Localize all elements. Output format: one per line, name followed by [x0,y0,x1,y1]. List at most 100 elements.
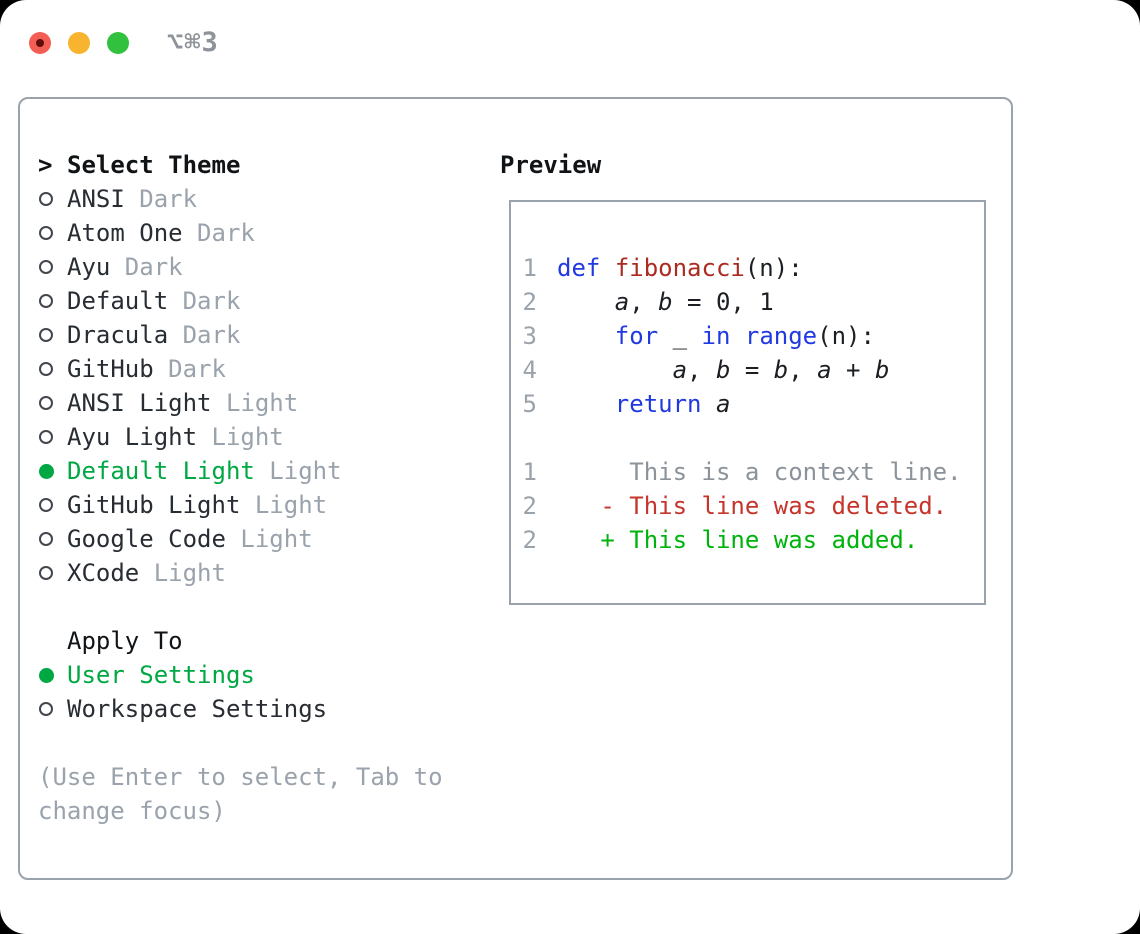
theme-variant-tag: Dark [153,355,226,383]
focus-caret: > [38,151,53,179]
theme-variant-tag: Dark [182,219,255,247]
line-number: 5 [522,390,537,418]
theme-option-label: Default Light [67,457,255,485]
theme-option-label: XCode [67,559,140,587]
apply-option-workspace-settings[interactable]: Workspace Settings [38,692,478,726]
preview-diff-block: 1 This is a context line. 2 - This line w… [519,455,984,557]
apply-option-user-settings[interactable]: User Settings [38,658,478,692]
theme-option-label: GitHub Light [67,491,241,519]
theme-option-default[interactable]: Default Dark [38,284,478,318]
radio-icon [39,260,53,274]
zoom-button[interactable] [107,31,129,54]
radio-icon [39,328,53,342]
theme-option-github[interactable]: GitHub Dark [38,352,478,386]
radio-icon [39,226,53,240]
theme-option-ayu-light[interactable]: Ayu Light Light [38,420,478,454]
line-number: 2 [522,288,537,316]
code-text: a, b = 0, 1 [614,288,774,316]
radio-icon [39,702,53,716]
hint-text: (Use Enter to select, Tab to change focu… [38,763,443,825]
preview-code-line: 2 a, b = 0, 1 [519,285,984,319]
theme-option-dracula[interactable]: Dracula Dark [38,318,478,352]
theme-option-label: ANSI [67,185,125,213]
apply-to-header: Apply To [38,624,478,658]
theme-variant-tag: Dark [110,253,183,281]
apply-option-label: User Settings [67,661,255,689]
code-text: for _ in range(n): [614,322,875,350]
theme-option-xcode[interactable]: XCode Light [38,556,478,590]
preview-diff-line: 1 This is a context line. [519,455,984,489]
code-text: def fibonacci(n): [557,254,803,282]
theme-option-ayu[interactable]: Ayu Dark [38,250,478,284]
theme-variant-tag: Dark [168,287,241,315]
line-number: 2 [522,492,537,520]
radio-icon [39,667,54,683]
preview-code-line: 5 return a [519,387,984,421]
diff-text: This is a context line. [557,458,962,486]
radio-icon [39,532,53,546]
theme-option-google-code[interactable]: Google Code Light [38,522,478,556]
theme-option-label: GitHub [67,355,154,383]
theme-variant-tag: Light [139,559,226,587]
spacer [38,590,478,624]
preview-code-line: 4 a, b = b, a + b [519,353,984,387]
theme-option-label: Ayu [67,253,111,281]
apply-to-title: Apply To [67,627,183,655]
theme-variant-tag: Light [211,389,299,417]
radio-icon [39,430,53,444]
spacer [38,726,478,760]
radio-icon [39,362,53,376]
window-title: ⌥⌘3 [167,27,219,58]
select-theme-header: > Select Theme [38,148,478,182]
minimize-button[interactable] [68,31,90,54]
theme-option-atom-one[interactable]: Atom One Dark [38,216,478,250]
preview-title: Preview [500,151,602,179]
line-number: 3 [522,322,537,350]
theme-option-ansi[interactable]: ANSI Dark [38,182,478,216]
preview-diff-line: 2 + This line was added. [519,523,984,557]
diff-text: - This line was deleted. [557,492,948,520]
radio-icon [39,396,53,410]
theme-option-label: Atom One [67,219,183,247]
close-button[interactable] [29,31,51,54]
theme-variant-tag: Light [240,491,328,519]
theme-option-default-light[interactable]: Default Light Light [38,454,478,488]
preview-code-line: 1 def fibonacci(n): [519,251,984,285]
theme-variant-tag: Dark [168,321,241,349]
radio-icon [39,566,53,580]
theme-variant-tag: Light [254,457,342,485]
theme-variant-tag: Dark [124,185,198,213]
radio-icon [39,463,54,479]
theme-option-github-light[interactable]: GitHub Light Light [38,488,478,522]
apply-option-label: Workspace Settings [67,695,328,723]
theme-option-label: Ayu Light [67,423,198,451]
select-theme-title: Select Theme [67,151,241,179]
preview-code-line: 3 for _ in range(n): [519,319,984,353]
theme-option-label: Dracula [67,321,169,349]
radio-icon [39,192,53,206]
radio-icon [39,498,53,512]
theme-option-label: ANSI Light [67,389,212,417]
close-dot-icon [36,38,44,47]
theme-variant-tag: Light [225,525,313,553]
diff-text: + This line was added. [557,526,919,554]
radio-icon [39,294,53,308]
line-number: 2 [522,526,537,554]
titlebar: ⌥⌘3 [29,27,219,58]
theme-option-ansi-light[interactable]: ANSI Light Light [38,386,478,420]
code-text: return a [614,390,731,418]
line-number: 1 [522,458,537,486]
line-number: 4 [522,356,537,384]
theme-variant-tag: Light [197,423,284,451]
line-number: 1 [522,254,537,282]
preview-blank-line [519,421,984,455]
theme-option-label: Default [67,287,169,315]
theme-option-label: Google Code [67,525,226,553]
